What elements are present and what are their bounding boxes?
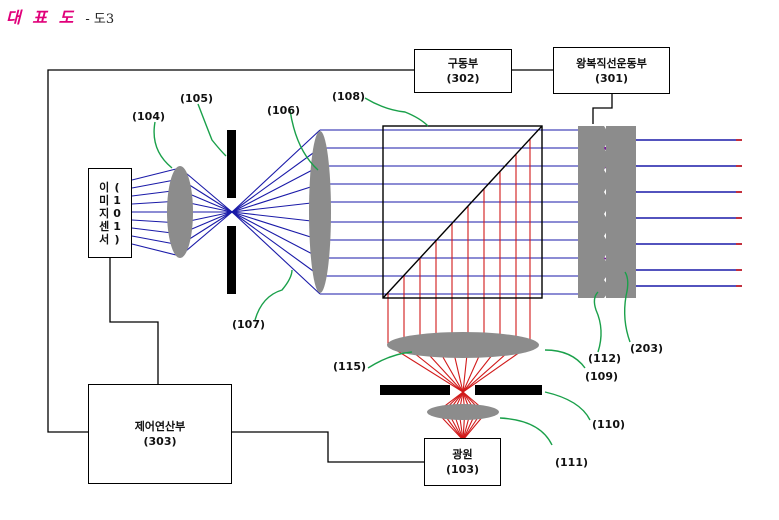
callout-111: (111) <box>555 456 589 469</box>
ray-pinhole-to-lens106 <box>231 211 321 259</box>
leader-203 <box>623 271 631 343</box>
drive-ref: (302) <box>446 72 480 85</box>
ray-pinhole-to-lens106 <box>231 147 321 213</box>
ray-pinhole-to-lens106 <box>231 211 321 241</box>
pinhole-stop-105-top <box>227 130 236 198</box>
ray-sensor-to-lens <box>131 167 181 181</box>
ray-lens-to-pinhole <box>179 211 233 257</box>
header-title: 대 표 도 <box>6 8 77 27</box>
ray-sensor-to-lens <box>131 243 181 257</box>
control-box: 제어연산부 (303) <box>88 384 232 484</box>
image-sensor-label-char: 지 <box>99 206 110 220</box>
leader-110 <box>544 391 591 421</box>
reciprocating-drive-box: 왕복직선운동부 (301) <box>553 47 670 94</box>
callout-107: (107) <box>232 318 266 331</box>
image-sensor-label-char: 이 <box>99 180 110 194</box>
light-source-ref: (103) <box>445 463 480 476</box>
callout-108: (108) <box>332 90 366 103</box>
callout-110: (110) <box>592 418 626 431</box>
drive-box: 구동부 (302) <box>414 49 512 93</box>
reciprocating-drive-label: 왕복직선운동부 <box>576 56 647 70</box>
leader-lines <box>153 97 631 446</box>
connection-lines <box>47 69 613 463</box>
callout-109: (109) <box>585 370 619 383</box>
image-sensor-label-char: 서 <box>99 232 110 246</box>
pinhole-array-203 <box>606 126 636 298</box>
rays-pinhole-to-lens <box>231 129 321 295</box>
light-source-label: 광원 <box>452 448 473 461</box>
ray-pinhole-to-lens106 <box>231 165 321 213</box>
line-control-to-source <box>232 431 424 463</box>
control-label: 제어연산부 <box>134 420 186 433</box>
header-subtitle: - 도3 <box>85 12 115 27</box>
control-ref: (303) <box>143 435 177 448</box>
leader-111 <box>499 417 553 446</box>
image-sensor-ref-char: 0 <box>113 206 121 220</box>
image-sensor-label-char: 센 <box>99 219 110 233</box>
leader-106 <box>289 109 319 171</box>
line-drive-to-control <box>47 69 414 433</box>
callout-105: (105) <box>180 92 214 105</box>
leader-109 <box>544 349 586 369</box>
ray-pinhole-to-lens109 <box>387 344 464 393</box>
pinhole-stop-110-right <box>475 385 542 395</box>
lens-106 <box>309 131 331 293</box>
line-sensor-to-control <box>109 258 159 384</box>
beam-splitter-108 <box>382 125 543 299</box>
callout-203: (203) <box>630 342 664 355</box>
callout-115: (115) <box>333 360 367 373</box>
leader-104 <box>153 121 173 169</box>
image-sensor-label-char: 미 <box>99 193 110 207</box>
pinhole-stop-105-bottom <box>227 226 236 294</box>
rays-collimated <box>320 129 578 295</box>
bracket-reciprocator <box>592 94 613 124</box>
ray-pinhole-to-lens106 <box>231 183 321 213</box>
lens-109 <box>387 332 539 358</box>
image-sensor-ref-char: ) <box>114 232 120 246</box>
image-sensor-ref-char: 1 <box>113 219 121 233</box>
ray-lens-to-pinhole <box>179 167 233 213</box>
image-sensor-ref-char: 1 <box>113 193 121 207</box>
ray-pinhole-to-lens106 <box>231 211 321 277</box>
leader-108 <box>364 97 429 127</box>
leader-107 <box>254 269 293 321</box>
callout-106: (106) <box>267 104 301 117</box>
lenslet-array-112 <box>578 126 608 298</box>
drive-label: 구동부 <box>447 57 479 70</box>
lens-104 <box>167 166 193 258</box>
ray-pinhole-to-lens106 <box>231 129 321 213</box>
reciprocating-drive-ref: (301) <box>594 71 629 85</box>
leader-112 <box>593 291 602 353</box>
callout-104: (104) <box>132 110 166 123</box>
figure-header: 대 표 도 - 도3 <box>6 4 114 28</box>
pinhole-stop-110-left <box>380 385 450 395</box>
leader-105 <box>197 103 227 157</box>
leader-115 <box>367 351 413 369</box>
ray-pinhole-to-lens106 <box>231 211 321 223</box>
callout-112: (112) <box>588 352 622 365</box>
light-source-box: 광원 (103) <box>424 438 501 486</box>
image-sensor-ref-char: ( <box>114 180 120 194</box>
ray-pinhole-to-lens106 <box>231 211 321 295</box>
ray-pinhole-to-lens106 <box>231 201 321 213</box>
lens-111 <box>427 404 499 420</box>
